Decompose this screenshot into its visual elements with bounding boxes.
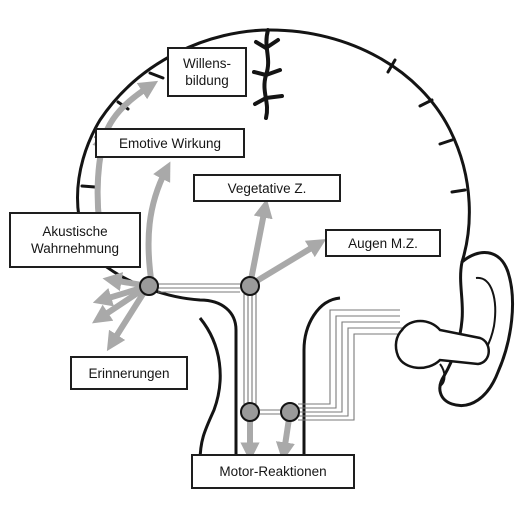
- label-emotive-wirkung-text: Emotive Wirkung: [119, 135, 221, 152]
- label-erinnerungen: Erinnerungen: [70, 356, 188, 390]
- node-lower-right: [281, 403, 299, 421]
- node-lower-left: [241, 403, 259, 421]
- brain-sulcus: [254, 30, 282, 118]
- label-akustische-line1: Akustische: [42, 223, 107, 240]
- label-motor-reaktionen-text: Motor-Reaktionen: [219, 463, 326, 480]
- label-akustische-line2: Wahrnehmung: [31, 240, 119, 257]
- label-emotive-wirkung: Emotive Wirkung: [95, 128, 245, 158]
- label-motor-reaktionen: Motor-Reaktionen: [191, 454, 355, 489]
- label-akustische-wahrnehmung: Akustische Wahrnehmung: [9, 212, 141, 268]
- label-erinnerungen-text: Erinnerungen: [88, 365, 169, 382]
- ear: [396, 253, 513, 406]
- node-auditory: [140, 277, 158, 295]
- junction-nodes: [140, 277, 299, 421]
- label-willensbildung: Willens- bildung: [167, 47, 247, 97]
- label-willensbildung-line1: Willens-: [183, 55, 231, 72]
- skull-folds: [82, 60, 465, 192]
- label-augen-mz-text: Augen M.Z.: [348, 235, 418, 252]
- neck-outline: [304, 298, 340, 462]
- label-vegetative-text: Vegetative Z.: [228, 180, 307, 197]
- label-willensbildung-line2: bildung: [185, 72, 229, 89]
- label-augen-mz: Augen M.Z.: [325, 229, 441, 257]
- label-vegetative: Vegetative Z.: [193, 174, 341, 202]
- node-center: [241, 277, 259, 295]
- neural-pathways: [158, 284, 404, 420]
- jaw-outline: [200, 318, 220, 462]
